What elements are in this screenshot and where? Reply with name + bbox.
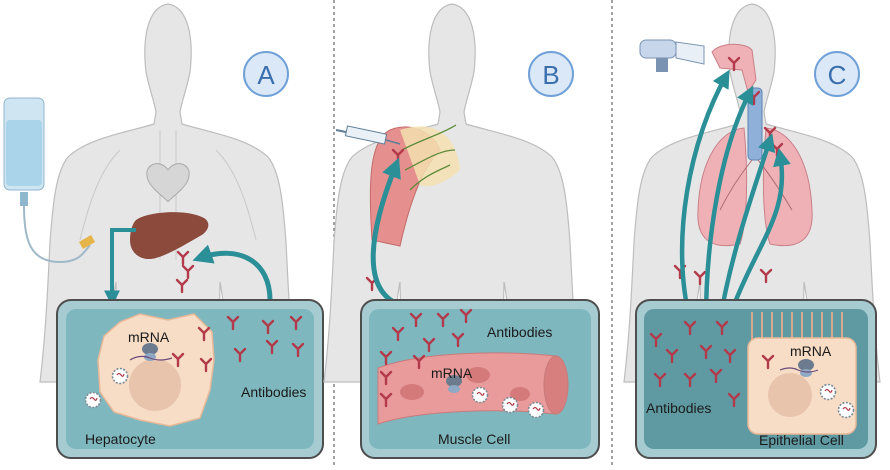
lymph-region (400, 126, 460, 187)
panel-badge (814, 51, 860, 97)
cilia (751, 312, 843, 340)
antibodies-label: Antibodies (241, 384, 306, 400)
arrow-to-liver-cell (104, 228, 136, 307)
arrow-antibody-release (370, 157, 401, 308)
mrna-label: mRNA (790, 343, 832, 359)
heart-icon (146, 163, 190, 203)
arrow-antibody-release (733, 147, 791, 301)
panel-badge (528, 51, 574, 97)
arrow-antibody-release (703, 85, 754, 321)
cell-label: Muscle Cell (438, 431, 510, 447)
panel-badge (243, 51, 289, 97)
panel-b: mRNA Antibodies Muscle Cell B (323, 3, 600, 459)
antibodies-label: Antibodies (487, 324, 552, 340)
iv-bag-icon (3, 97, 96, 264)
nucleus (129, 359, 181, 411)
panel-badge-letter: A (257, 60, 275, 90)
arrow-antibody-release (192, 244, 273, 301)
nucleus (768, 373, 812, 417)
cell-label: Hepatocyte (85, 431, 156, 447)
panel-badge-letter: B (542, 60, 559, 90)
panel-a: mRNA Antibodies Hepatocyte A (3, 3, 324, 459)
liver-icon (130, 212, 209, 260)
panel-c: mRNA Antibodies Epithelial Cell C (623, 3, 881, 459)
mrna-label: mRNA (431, 365, 473, 381)
cell-label: Epithelial Cell (759, 432, 844, 448)
panel-badge-letter: C (828, 60, 847, 90)
nebulizer-icon (639, 39, 705, 72)
arrow-antibody-release (717, 133, 776, 321)
mrna-label: mRNA (128, 329, 170, 345)
antibodies-label: Antibodies (646, 400, 711, 416)
syringe-icon (335, 125, 401, 145)
arrow-antibody-release (679, 69, 730, 321)
